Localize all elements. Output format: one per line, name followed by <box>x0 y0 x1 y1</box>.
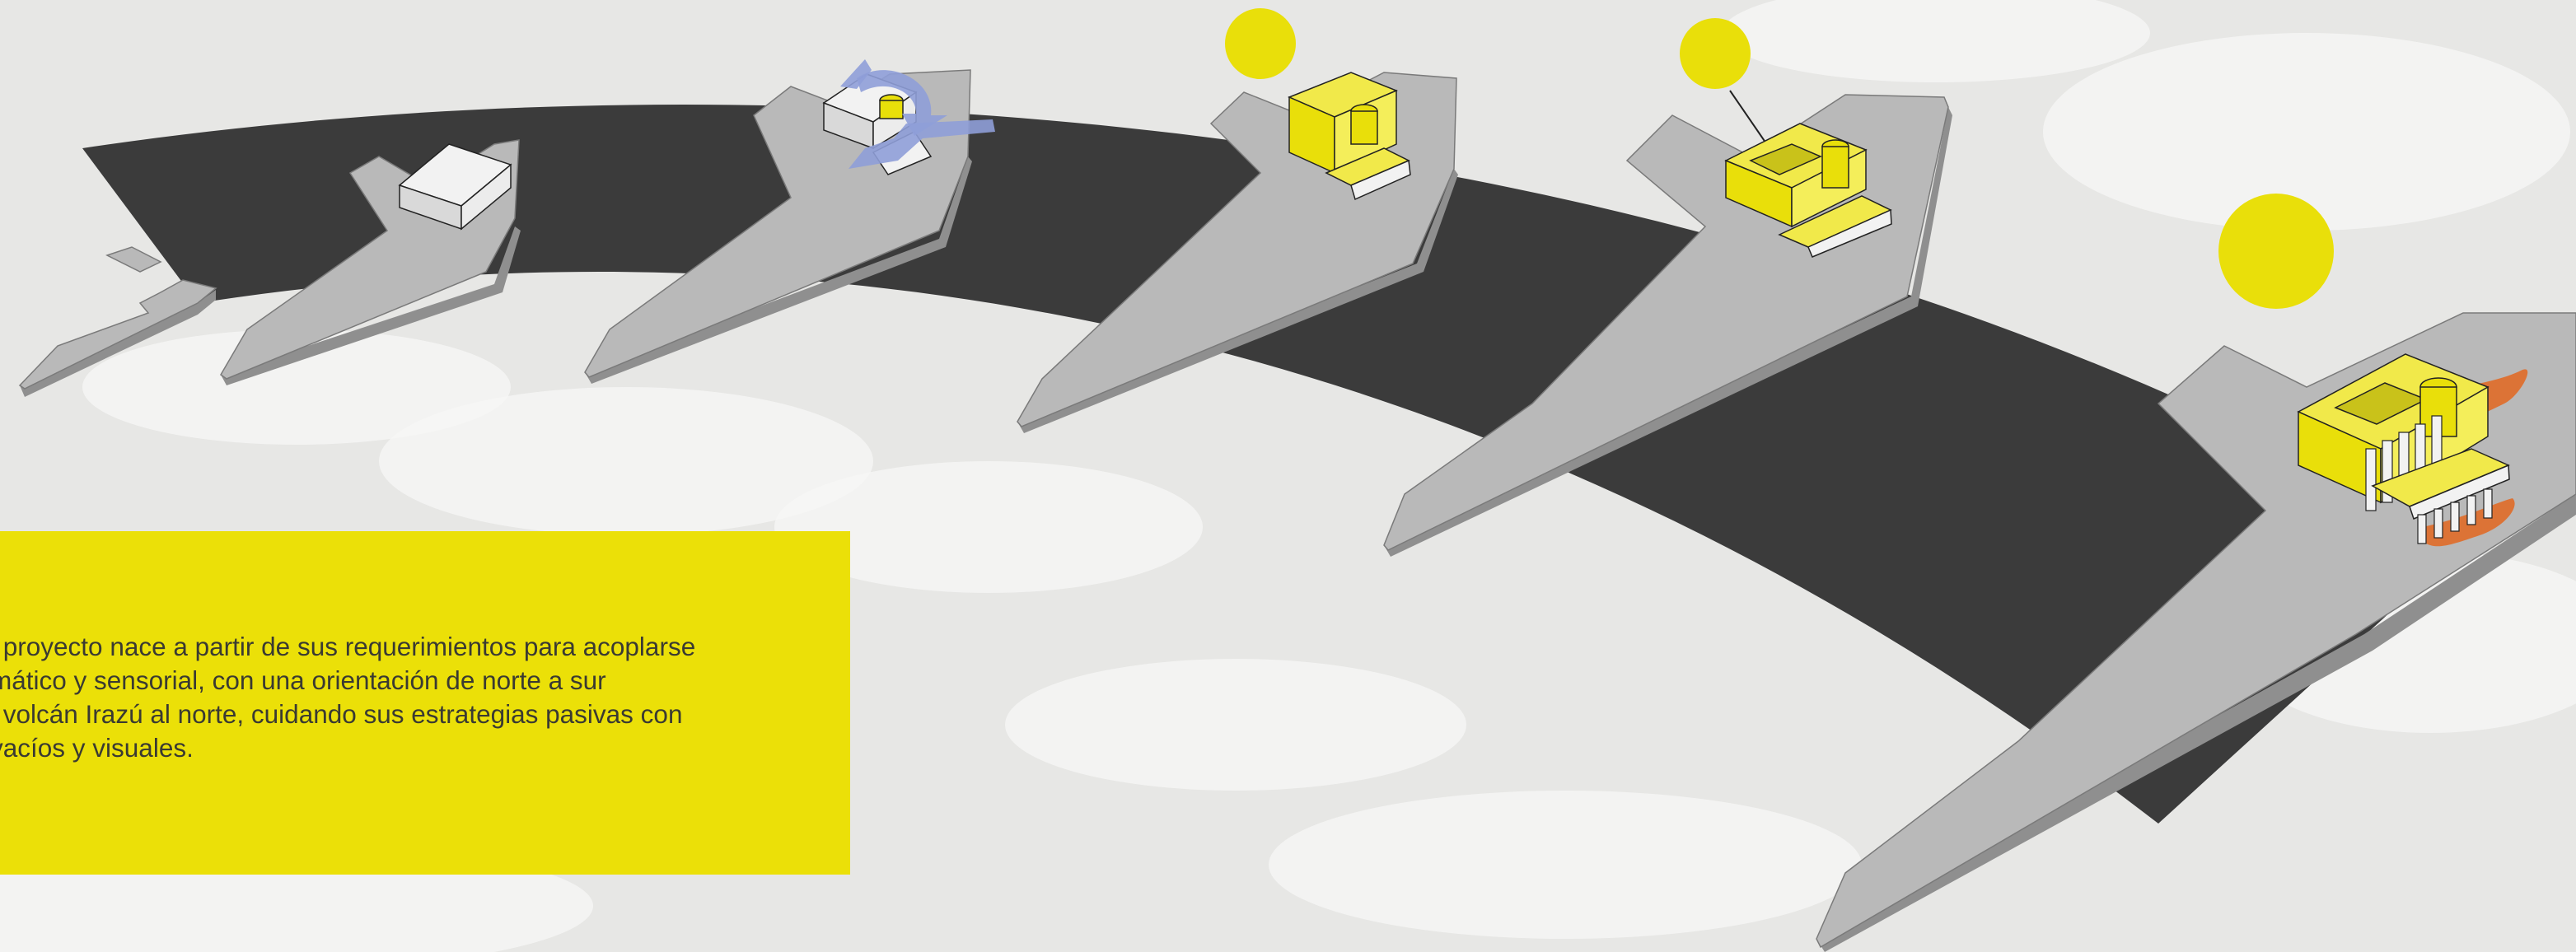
caption-box: l proyecto nace a partir de sus requerim… <box>0 531 850 875</box>
sun <box>1680 18 1751 89</box>
caption-line: vacíos y visuales. <box>0 733 194 763</box>
caption-line: l volcán Irazú al norte, cuidando sus es… <box>0 699 682 729</box>
caption-text: l proyecto nace a partir de sus requerim… <box>0 630 814 765</box>
caption-line: l proyecto nace a partir de sus requerim… <box>0 632 695 661</box>
sun <box>1225 8 1296 79</box>
caption-line: mático y sensorial, con una orientación … <box>0 665 606 695</box>
sun <box>2218 194 2334 309</box>
